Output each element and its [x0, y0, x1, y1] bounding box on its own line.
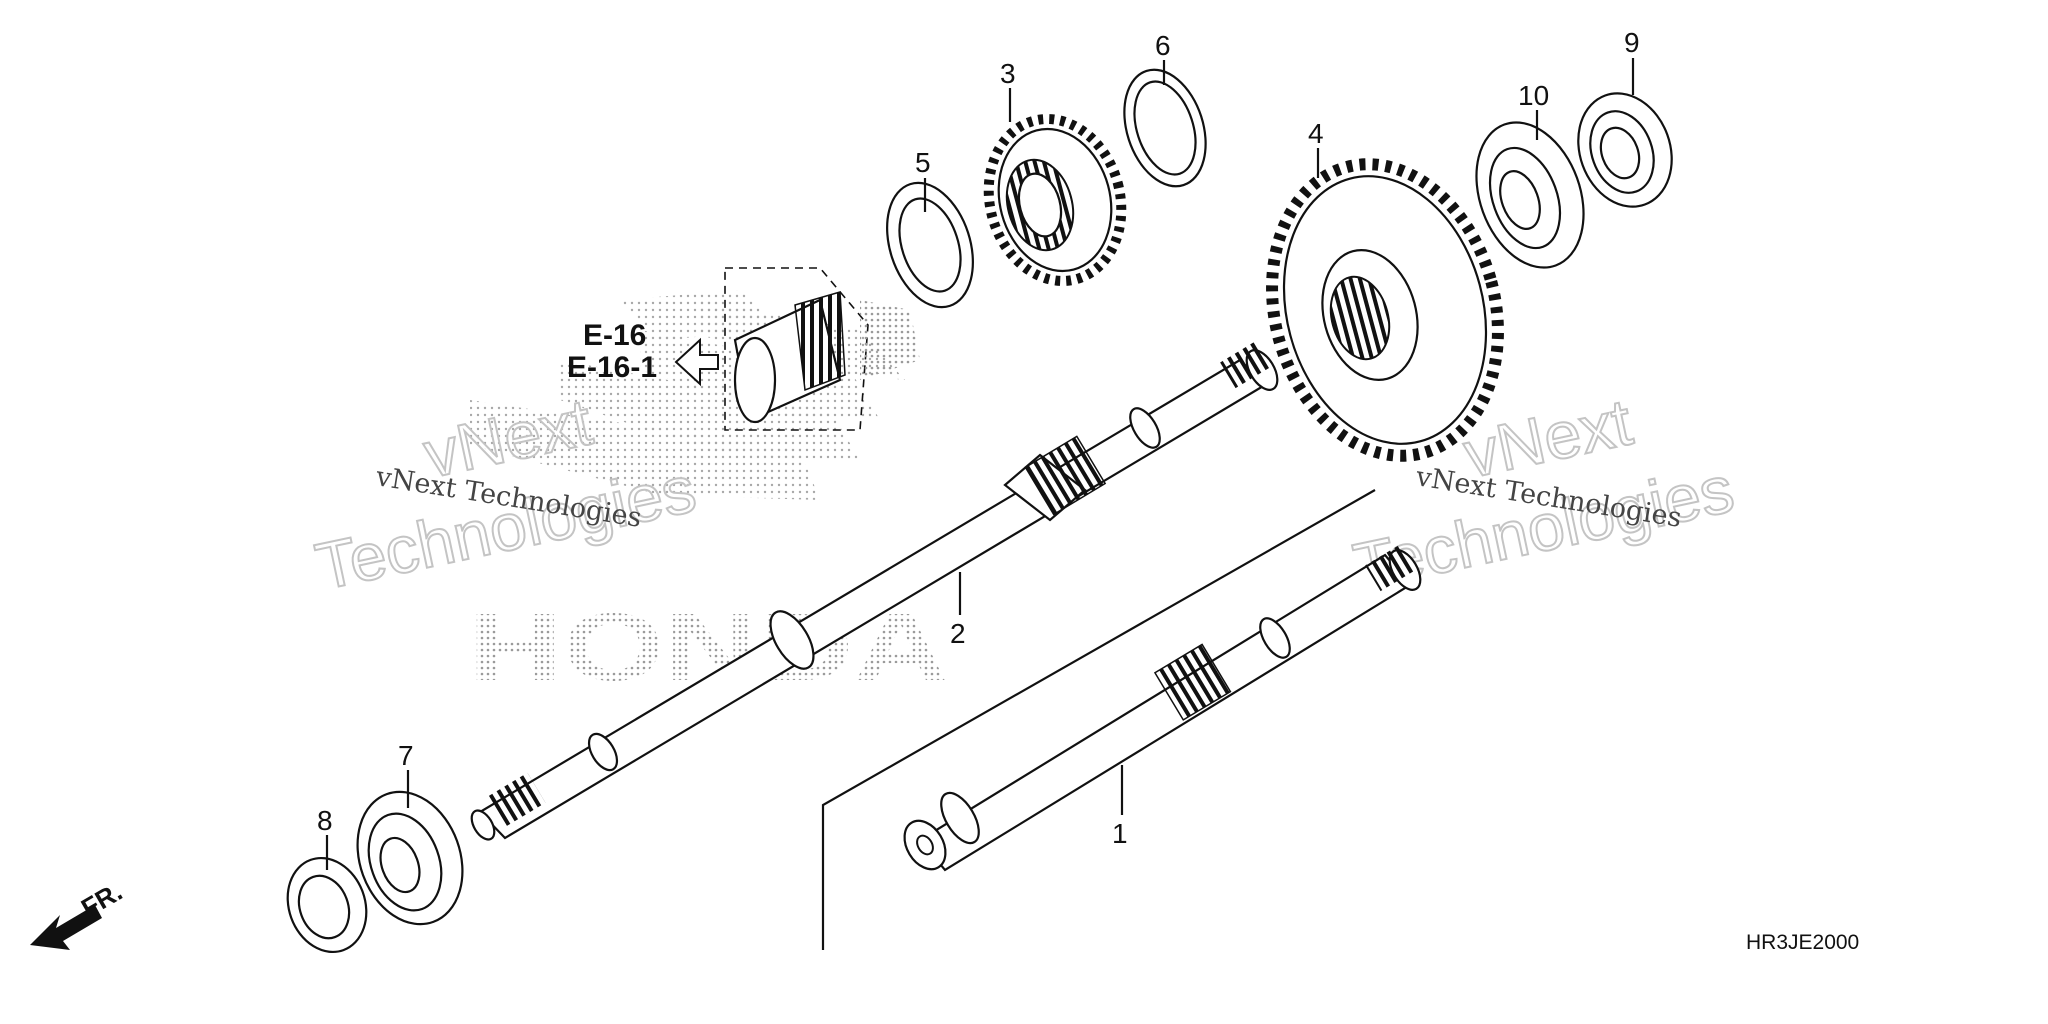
callout-6: 6 [1155, 30, 1171, 61]
seal-part-8 [286, 856, 368, 954]
callout-7: 7 [398, 740, 414, 771]
reference-arrow [674, 337, 719, 387]
seal-part-5 [886, 181, 974, 309]
callout-2: 2 [950, 618, 966, 649]
callout-3: 3 [1000, 58, 1016, 89]
reference-label-e16: E-16 [583, 319, 646, 352]
shaft-part-1 [903, 544, 1422, 872]
reference-label-e16-1: E-16-1 [567, 351, 657, 384]
callout-4: 4 [1308, 118, 1324, 149]
reference-box [724, 267, 920, 431]
bearing-part-7 [356, 790, 464, 926]
shaft-part-2 [470, 341, 1279, 841]
callout-9: 9 [1624, 27, 1640, 58]
group-separator-line [821, 489, 1376, 950]
bearing-part-9 [1577, 92, 1673, 208]
callout-5: 5 [915, 147, 931, 178]
gear-part-3 [983, 114, 1127, 286]
front-arrow-icon [30, 905, 102, 950]
callout-8: 8 [317, 805, 333, 836]
ring-part-6 [1123, 68, 1207, 188]
gear-part-4 [1266, 158, 1504, 462]
callout-1: 1 [1112, 818, 1128, 849]
leader-lines [325, 58, 1635, 870]
diagram-code: HR3JE2000 [1746, 931, 1859, 954]
callout-10: 10 [1518, 80, 1549, 111]
bearing-part-10 [1475, 121, 1585, 269]
